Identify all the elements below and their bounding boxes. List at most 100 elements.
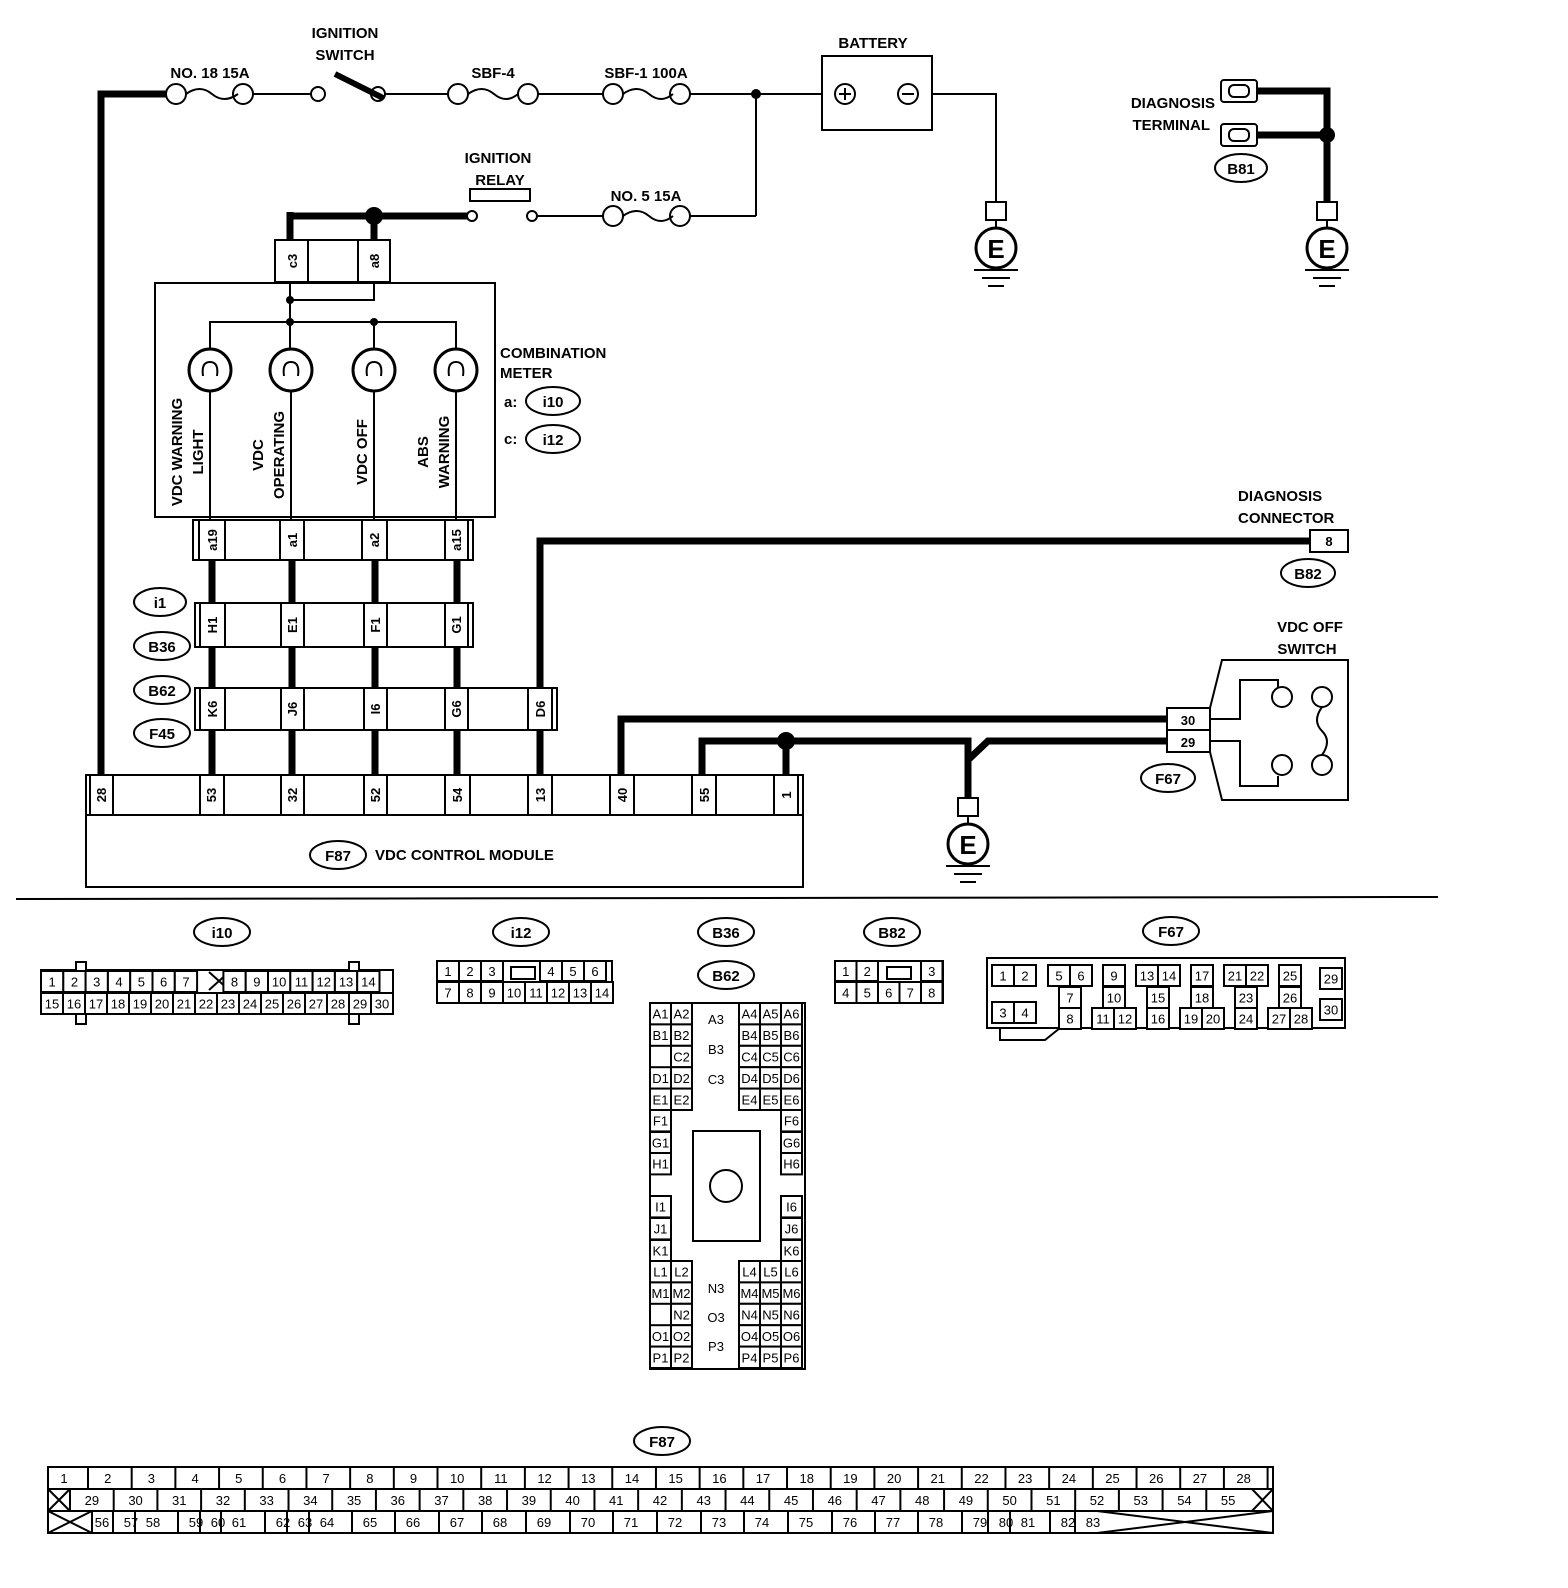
pin-label: P4 — [742, 1350, 758, 1365]
pin-label: 23 — [221, 997, 235, 1012]
pin-label: 68 — [493, 1515, 507, 1530]
pin-cell — [1013, 964, 1037, 987]
pin-label: 83 — [1086, 1515, 1100, 1530]
pin-label: A4 — [742, 1007, 758, 1022]
pin-label: 78 — [929, 1515, 943, 1530]
empty-cavity-cross — [1096, 1510, 1274, 1534]
svg-text:B62: B62 — [148, 683, 176, 700]
pin-label: 43 — [696, 1493, 710, 1508]
pin-label: 8 — [928, 986, 935, 1001]
svg-text:G6: G6 — [449, 700, 464, 717]
pin-label: N3 — [708, 1281, 725, 1296]
diagnosis-terminal: E DIAGNOSIS TERMINAL B81 — [1131, 79, 1349, 287]
pin-label: 4 — [842, 986, 849, 1001]
pin-label: 7 — [1066, 991, 1073, 1006]
pin-label: O3 — [707, 1310, 724, 1325]
svg-text:29: 29 — [1181, 735, 1195, 750]
pin-label: G1 — [652, 1136, 669, 1151]
pin-cell — [1234, 1007, 1258, 1030]
pin-label: 25 — [1105, 1471, 1119, 1486]
ignition-relay-label-1: IGNITION — [465, 150, 532, 167]
pin-label: 57 — [124, 1515, 138, 1530]
sbf-4-label: SBF-4 — [471, 65, 515, 82]
pin-label: 71 — [624, 1515, 638, 1530]
pin-cell — [1319, 998, 1343, 1021]
pin-label: 40 — [565, 1493, 579, 1508]
pin-label: 70 — [581, 1515, 595, 1530]
pin-label: 5 — [235, 1471, 242, 1486]
pin-cell — [670, 1087, 693, 1111]
pin-label: 37 — [434, 1493, 448, 1508]
svg-text:J6: J6 — [285, 702, 300, 716]
pin-label: B1 — [653, 1028, 669, 1043]
pin-label: 13 — [573, 986, 587, 1001]
svg-text:F87: F87 — [649, 1434, 675, 1451]
pin-label: 1 — [49, 975, 56, 990]
svg-text:a1: a1 — [285, 533, 300, 547]
svg-text:G1: G1 — [449, 616, 464, 633]
svg-text:I6: I6 — [368, 704, 383, 715]
pin-label: 28 — [1236, 1471, 1250, 1486]
pin-label: P3 — [708, 1339, 724, 1354]
pin-label: 24 — [1062, 1471, 1076, 1486]
svg-text:DIAGNOSIS: DIAGNOSIS — [1131, 95, 1215, 112]
lamp-vdc-warning-1: VDC WARNING — [169, 398, 186, 506]
pin-label: N2 — [673, 1308, 690, 1323]
pin-label: 15 — [45, 997, 59, 1012]
pin-label: 36 — [391, 1493, 405, 1508]
pin-label: 2 — [104, 1471, 111, 1486]
i12-tag: i12 — [543, 432, 564, 449]
pin-label: 1 — [444, 964, 451, 979]
pin-label: M5 — [761, 1286, 779, 1301]
pin-label: B6 — [784, 1028, 800, 1043]
pin-label: 3 — [93, 975, 100, 990]
pin-cell — [1113, 1007, 1137, 1030]
pin-label: B3 — [708, 1042, 724, 1057]
pin-label: I1 — [655, 1200, 666, 1215]
pin-label: 73 — [712, 1515, 726, 1530]
pin-label: 28 — [1294, 1012, 1308, 1027]
pin-label: 7 — [444, 986, 451, 1001]
pin-label: 26 — [1149, 1471, 1163, 1486]
pin-cell — [1201, 1007, 1225, 1030]
svg-text:a8: a8 — [367, 254, 382, 268]
svg-text:METER: METER — [500, 365, 553, 382]
pin-label: 11 — [529, 986, 543, 1001]
pin-label: 75 — [799, 1515, 813, 1530]
svg-text:B36: B36 — [712, 925, 740, 942]
pin-label: 8 — [466, 986, 473, 1001]
pin-label: 4 — [191, 1471, 198, 1486]
pin-label: 16 — [67, 997, 81, 1012]
pin-label: 2 — [466, 964, 473, 979]
pin-label: 19 — [133, 997, 147, 1012]
f67-tag: F67 — [1155, 771, 1181, 788]
svg-text:E1: E1 — [285, 617, 300, 633]
svg-text:E: E — [1318, 234, 1335, 264]
svg-text:B62: B62 — [712, 968, 740, 985]
b81-tag: B81 — [1227, 161, 1255, 178]
pin-label: 16 — [1151, 1012, 1165, 1027]
pin-label: 19 — [1184, 1012, 1198, 1027]
pin-label: 14 — [361, 975, 375, 990]
pin-label: M4 — [740, 1286, 758, 1301]
pin-label: 56 — [95, 1515, 109, 1530]
pin-label: M1 — [651, 1286, 669, 1301]
pin-label: 29 — [85, 1493, 99, 1508]
pin-label: 32 — [216, 1493, 230, 1508]
pin-label: 27 — [309, 997, 323, 1012]
pin-label: C2 — [673, 1050, 690, 1065]
pin-label: A5 — [763, 1007, 779, 1022]
pin-label: 10 — [507, 986, 521, 1001]
pin-label: P5 — [763, 1350, 779, 1365]
empty-cavity-cross — [47, 1488, 71, 1512]
pin-label: 31 — [172, 1493, 186, 1508]
pin-label: 2 — [864, 964, 871, 979]
junction-i1-b36: i1 B36 H1 E1 F1 G1 — [133, 587, 474, 661]
svg-text:a15: a15 — [449, 529, 464, 551]
lamp-abs-warning-2: WARNING — [436, 416, 453, 489]
pin-label: 20 — [1206, 1012, 1220, 1027]
pin-label: 11 — [295, 975, 309, 990]
pin-label: 42 — [653, 1493, 667, 1508]
